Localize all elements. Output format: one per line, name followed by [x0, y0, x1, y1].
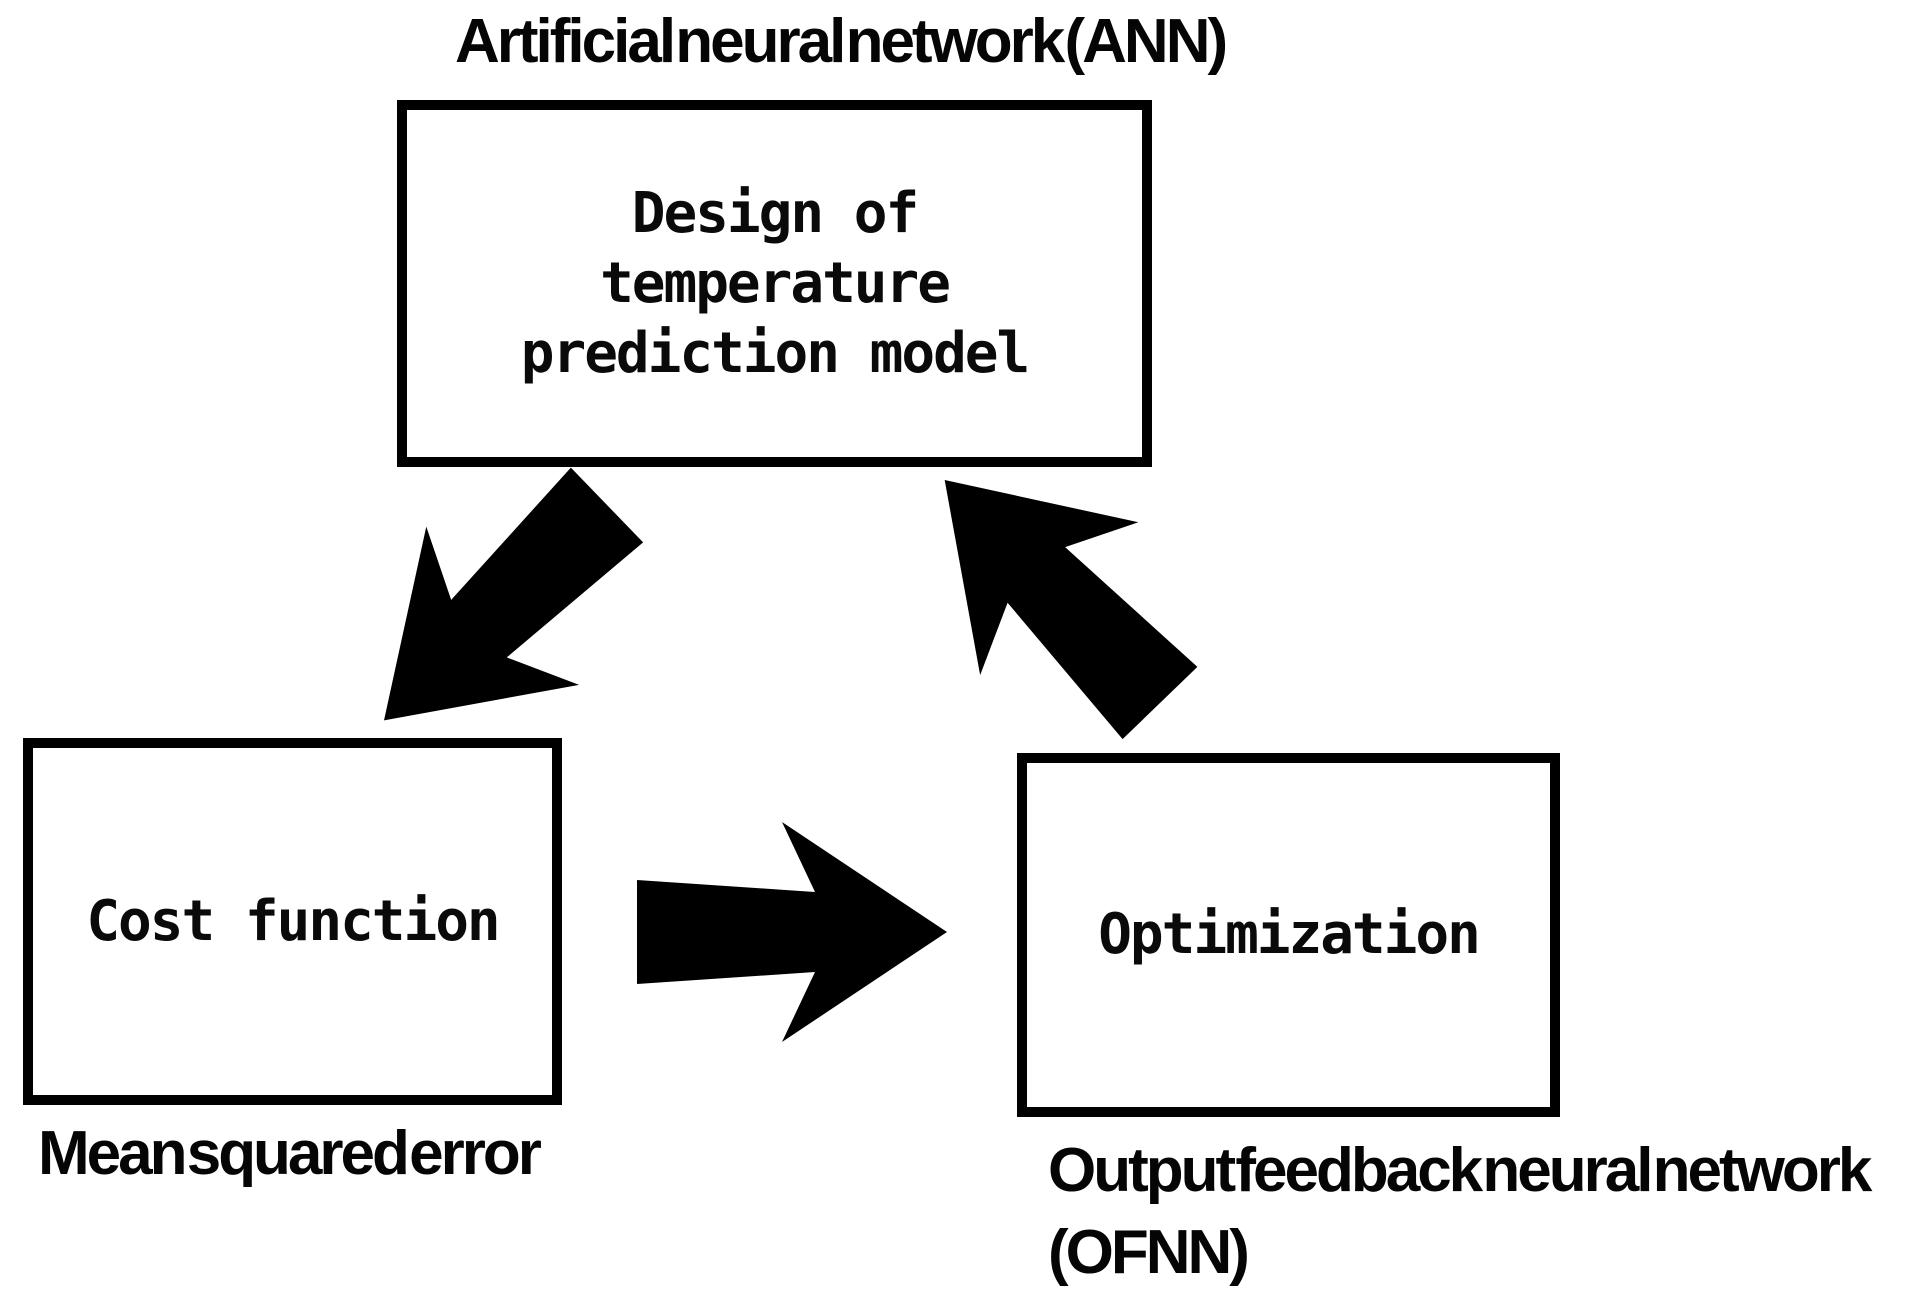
design-box-line-3: prediction model [520, 320, 1030, 386]
optimization-box-label: Optimization [1098, 902, 1481, 967]
design-box-line-1: Design of [631, 180, 919, 246]
cost-box: Cost function [23, 738, 562, 1105]
ofnn-label-line-1: Output feedback neural network [1048, 1136, 1872, 1205]
optimization-box: Optimization [1017, 753, 1560, 1117]
design-box-text: Design of temperature prediction model [520, 179, 1030, 389]
cost-box-label: Cost function [86, 888, 500, 954]
ofnn-label: Output feedback neural network (OFNN) [1048, 1130, 1872, 1294]
mse-label: Mean squared error [38, 1119, 542, 1188]
ann-label: Artificial neural network (ANN) [455, 7, 1228, 76]
design-box-line-2: temperature [600, 250, 951, 316]
arrow-optimization-to-design [944, 480, 1198, 740]
arrow-cost-to-optimization [637, 822, 947, 1042]
ofnn-label-line-2: (OFNN) [1048, 1218, 1250, 1287]
design-box: Design of temperature prediction model [397, 100, 1152, 467]
arrow-design-to-cost [384, 467, 644, 721]
